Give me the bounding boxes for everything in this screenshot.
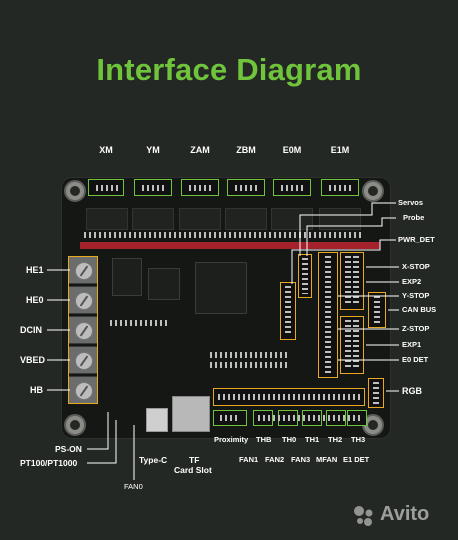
pins	[353, 320, 359, 370]
pins	[220, 415, 240, 421]
jumper-pins	[84, 232, 364, 238]
label-xm: XM	[99, 145, 113, 155]
screw-icon	[75, 352, 93, 370]
connector-pins	[281, 185, 303, 191]
terminal-vbed	[68, 346, 98, 374]
label-servos: Servos	[398, 198, 424, 207]
label-fan1: FAN1	[239, 455, 259, 464]
stepper-driver	[179, 208, 221, 230]
connector-pins	[142, 185, 164, 191]
screw-icon	[75, 322, 93, 340]
page-title: Interface Diagram	[96, 52, 362, 87]
label-e1-det: E1 DET	[343, 455, 370, 464]
connector-pins	[235, 185, 257, 191]
chip	[112, 258, 142, 296]
label-ps-on: PS-ON	[55, 444, 82, 454]
pins	[218, 394, 360, 400]
pins	[345, 256, 351, 306]
label-th2: TH2	[328, 435, 343, 444]
label-fan3: FAN3	[291, 455, 311, 464]
pins	[258, 415, 362, 421]
label-dcin: DCIN	[20, 325, 42, 335]
label-pwr-det: PWR_DET	[398, 235, 435, 244]
label-fan2: FAN2	[265, 455, 285, 464]
connector-exp2	[340, 252, 364, 310]
pins	[325, 256, 331, 374]
label-thb: THB	[256, 435, 272, 444]
label-card-slot: Card Slot	[174, 465, 212, 475]
header-pins	[210, 362, 290, 368]
header-pins	[110, 320, 170, 326]
screw-icon	[75, 262, 93, 280]
label-e0-det: E0 DET	[402, 355, 429, 364]
chip	[148, 268, 180, 300]
stepper-driver	[319, 208, 361, 230]
label-exp1: EXP1	[402, 340, 422, 349]
connector-pins	[329, 185, 351, 191]
label-e0m: E0M	[282, 145, 302, 155]
screw-icon	[75, 292, 93, 310]
label-probe: Probe	[403, 213, 425, 222]
label-th1: TH1	[305, 435, 320, 444]
mount-hole-bottom-left	[64, 414, 86, 436]
label-proximity: Proximity	[214, 435, 249, 444]
label-th3: TH3	[351, 435, 366, 444]
label-x-stop: X-STOP	[402, 262, 430, 271]
label-exp2: EXP2	[402, 277, 422, 286]
label-e1m: E1M	[330, 145, 350, 155]
connector-pins	[96, 185, 118, 191]
pins	[373, 382, 379, 404]
stepper-driver	[271, 208, 313, 230]
label-zam: ZAM	[190, 145, 210, 155]
pins	[353, 256, 359, 306]
driver-socket-strip	[80, 242, 380, 249]
mount-hole-top-left	[64, 180, 86, 202]
label-z-stop: Z-STOP	[402, 324, 430, 333]
avito-logo-icon	[354, 506, 373, 526]
pins	[374, 296, 380, 324]
label-tf: TF	[189, 455, 200, 465]
label-rgb: RGB	[402, 386, 422, 396]
label-type-c: Type-C	[139, 455, 168, 465]
terminal-he0	[68, 286, 98, 314]
header-pins	[210, 352, 290, 358]
label-hb: HB	[30, 385, 43, 395]
label-ym: YM	[146, 145, 160, 155]
watermark: Avito	[380, 503, 430, 525]
label-mfan: MFAN	[316, 455, 338, 464]
label-pt100-pt1000: PT100/PT1000	[20, 458, 78, 468]
screw-icon	[75, 382, 93, 400]
usb-type-c-port	[146, 408, 168, 432]
connector-pins	[189, 185, 211, 191]
label-vbed: VBED	[20, 355, 46, 365]
label-th0: TH0	[282, 435, 297, 444]
pins	[285, 286, 291, 336]
label-he0: HE0	[26, 295, 44, 305]
label-zbm: ZBM	[236, 145, 256, 155]
pins	[345, 320, 351, 370]
stepper-driver	[225, 208, 267, 230]
label-fan0: FAN0	[124, 482, 143, 491]
mount-hole-top-right	[362, 180, 384, 202]
terminal-hb	[68, 376, 98, 404]
mcu-chip	[195, 262, 247, 314]
pins	[302, 258, 308, 294]
tf-card-slot	[172, 396, 210, 432]
label-can-bus: CAN BUS	[402, 305, 437, 314]
stepper-driver	[132, 208, 174, 230]
connector-exp1	[340, 316, 364, 374]
label-he1: HE1	[26, 265, 44, 275]
label-y-stop: Y-STOP	[402, 291, 430, 300]
stepper-driver	[86, 208, 128, 230]
